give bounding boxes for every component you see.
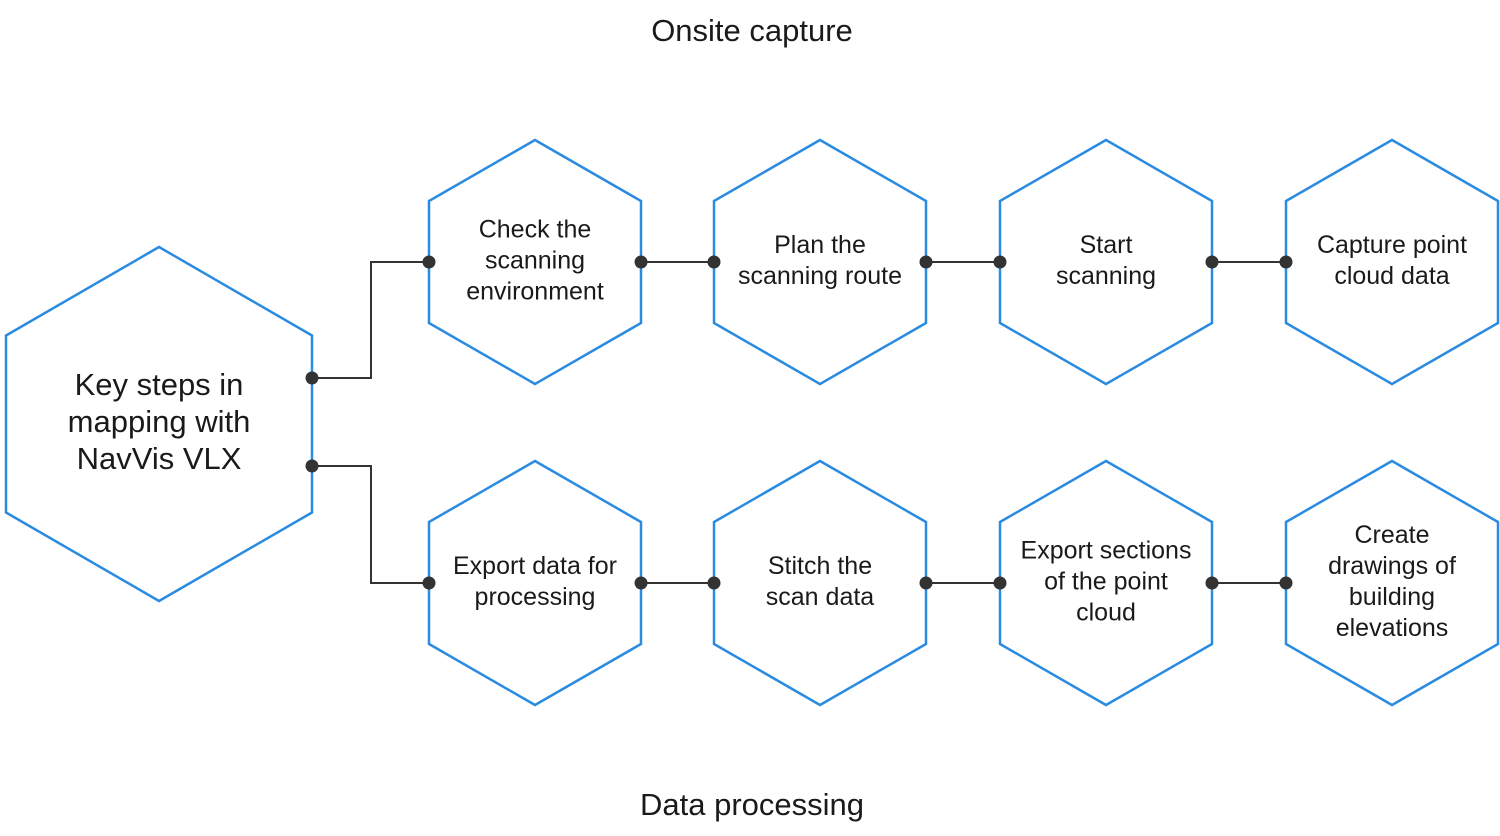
onsite-step-4-label-line-1: Capture point: [1317, 231, 1467, 259]
onsite-step-2-in-dot: [707, 255, 721, 269]
processing-step-4-in-dot: [1279, 576, 1293, 590]
onsite-step-3-label-line-1: Start: [1080, 231, 1133, 259]
connector-dots: [305, 255, 1293, 590]
onsite-step-4-label-line-2: cloud data: [1334, 262, 1449, 290]
main-node-hexagon: [4, 245, 314, 603]
main-to-processing-step-1-connector: [312, 465, 429, 584]
processing-step-1-in-dot: [422, 576, 436, 590]
onsite-step-3-hexagon: [998, 138, 1214, 386]
processing-step-3-out-dot: [1205, 576, 1219, 590]
onsite-step-3-out-dot: [1205, 255, 1219, 269]
onsite-step-1-out-dot: [634, 255, 648, 269]
onsite-step-2-label-line-1: Plan the: [774, 231, 866, 259]
processing-step-2-hexagon: [712, 459, 928, 707]
onsite-step-4-in-dot: [1279, 255, 1293, 269]
onsite-step-3-label-line-2: scanning: [1056, 262, 1156, 290]
processing-step-2-label-line-1: Stitch the: [768, 552, 872, 580]
main-node-label-line-2: mapping with: [68, 404, 251, 439]
processing-step-4-label-line-4: elevations: [1336, 614, 1449, 642]
onsite-step-2-label-line-2: scanning route: [738, 262, 902, 290]
onsite-step-4-hexagon: [1284, 138, 1500, 386]
processing-step-1-label-line-1: Export data for: [453, 552, 617, 580]
onsite-step-3-in-dot: [993, 255, 1007, 269]
processing-step-2-label-line-2: scan data: [766, 583, 875, 611]
processing-step-4-label-line-2: drawings of: [1328, 552, 1456, 580]
onsite-step-1-in-dot: [422, 255, 436, 269]
processing-step-3-label-line-1: Export sections: [1021, 537, 1192, 565]
section-title-onsite-capture: Onsite capture: [651, 13, 853, 48]
processing-step-1-out-dot: [634, 576, 648, 590]
section-title-data-processing: Data processing: [640, 787, 864, 822]
processing-step-4-label-line-3: building: [1349, 583, 1435, 611]
processing-step-2-out-dot: [919, 576, 933, 590]
processing-step-1-hexagon: [427, 459, 643, 707]
processing-step-1-label-line-2: processing: [475, 583, 596, 611]
main-to-onsite-step-1-connector: [312, 261, 429, 379]
main-node-label-line-3: NavVis VLX: [77, 441, 242, 476]
onsite-step-2-hexagon: [712, 138, 928, 386]
onsite-step-1-label-line-1: Check the: [479, 216, 592, 244]
processing-step-4-label-line-1: Create: [1354, 521, 1429, 549]
onsite-step-1-hexagon: [427, 138, 643, 386]
main-node-processing-step-dot: [305, 459, 319, 473]
onsite-step-1-label-line-3: environment: [466, 278, 604, 306]
onsite-step-2-out-dot: [919, 255, 933, 269]
connectors: [312, 261, 1286, 584]
processing-step-3-label-line-2: of the point: [1044, 568, 1168, 596]
main-node-label-line-1: Key steps in: [75, 367, 244, 402]
onsite-step-1-label-line-2: scanning: [485, 247, 585, 275]
processing-step-3-hexagon: [998, 459, 1214, 707]
processing-step-3-label-line-3: cloud: [1076, 599, 1136, 627]
main-node-onsite-step-dot: [305, 371, 319, 385]
processing-step-3-in-dot: [993, 576, 1007, 590]
processing-step-2-in-dot: [707, 576, 721, 590]
processing-step-4-hexagon: [1284, 459, 1500, 707]
